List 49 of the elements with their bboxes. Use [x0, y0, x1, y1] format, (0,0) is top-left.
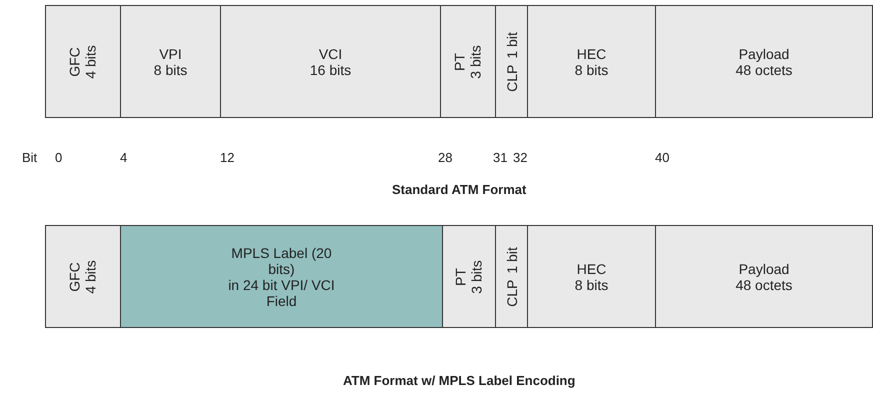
field-size: 4 bits [83, 44, 99, 78]
bit-offset: 28 [438, 150, 452, 165]
field-name: CLP [504, 64, 520, 92]
header-field [495, 225, 528, 328]
field-size: 3 bits [468, 44, 484, 78]
field-size: 1 bit [504, 32, 520, 58]
field-size: 4 bits [83, 260, 99, 294]
header-field [120, 5, 221, 118]
header-field [440, 5, 496, 118]
header-field [527, 225, 656, 328]
field-name: VCI [318, 46, 342, 62]
field-name: GFC [67, 46, 83, 76]
field-name: Payload [738, 46, 790, 62]
header-field [220, 5, 441, 118]
field-size: 48 octets [736, 62, 792, 78]
field-size: 8 bits [154, 62, 188, 78]
bit-offset: 32 [513, 150, 528, 165]
field-name: VPI [159, 46, 182, 62]
field-size: 8 bits [574, 276, 608, 292]
axis-label: Bit [22, 150, 38, 165]
field-name: CLP [504, 279, 520, 306]
field-size: 16 bits [310, 62, 352, 78]
field-name: PT [452, 52, 468, 70]
field-size: 8 bits [574, 62, 608, 78]
bit-offset: 0 [55, 150, 62, 165]
bit-offset: 40 [655, 150, 670, 165]
header-field [442, 225, 496, 328]
field-name: HEC [576, 46, 606, 62]
header-field [45, 225, 121, 328]
field-size: in 24 bit VPI/ VCI Field [227, 276, 336, 308]
field-size: 48 octets [736, 276, 792, 292]
bit-offset: 31 [493, 150, 508, 165]
bit-offset: 4 [120, 150, 128, 165]
field-name: GFC [67, 262, 83, 292]
header-field [527, 5, 656, 118]
header-field [495, 5, 528, 118]
field-size: 1 bit [504, 246, 520, 274]
format-caption: Standard ATM Format [392, 182, 526, 197]
header-field [120, 225, 443, 328]
header-field [655, 225, 873, 328]
field-name: PT [453, 268, 469, 286]
field-name: Payload [738, 260, 790, 276]
header-field [655, 5, 873, 118]
format-caption: ATM Format w/ MPLS Label Encoding [343, 373, 576, 388]
field-name: HEC [576, 260, 606, 276]
field-size: 3 bits [469, 260, 485, 294]
bit-offset: 12 [220, 150, 234, 165]
header-field [45, 5, 121, 118]
field-name: MPLS Label (20 bits) [230, 244, 333, 276]
